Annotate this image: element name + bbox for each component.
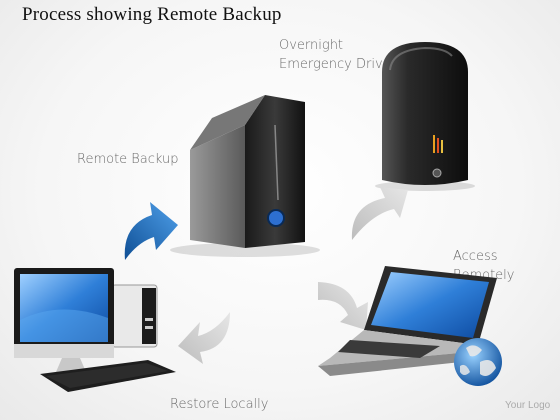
grey-arrow-down-icon bbox=[318, 282, 368, 330]
globe-icon bbox=[454, 338, 502, 386]
label-remote-backup: Remote Backup bbox=[77, 152, 179, 167]
emergency-drive-icon bbox=[375, 42, 475, 191]
grey-arrow-left-icon bbox=[178, 312, 230, 364]
page-title: Process showing Remote Backup bbox=[22, 4, 282, 25]
server-tower-icon bbox=[170, 95, 320, 257]
laptop-icon bbox=[318, 266, 497, 376]
grey-arrow-up-icon bbox=[351, 187, 408, 240]
desktop-computer-icon bbox=[14, 268, 176, 392]
label-restore-locally: Restore Locally bbox=[170, 397, 269, 412]
blue-arrow-icon bbox=[124, 202, 178, 260]
logo-text: Your Logo bbox=[505, 400, 551, 411]
label-overnight-drive: Overnight Emergency Drive bbox=[279, 38, 391, 72]
